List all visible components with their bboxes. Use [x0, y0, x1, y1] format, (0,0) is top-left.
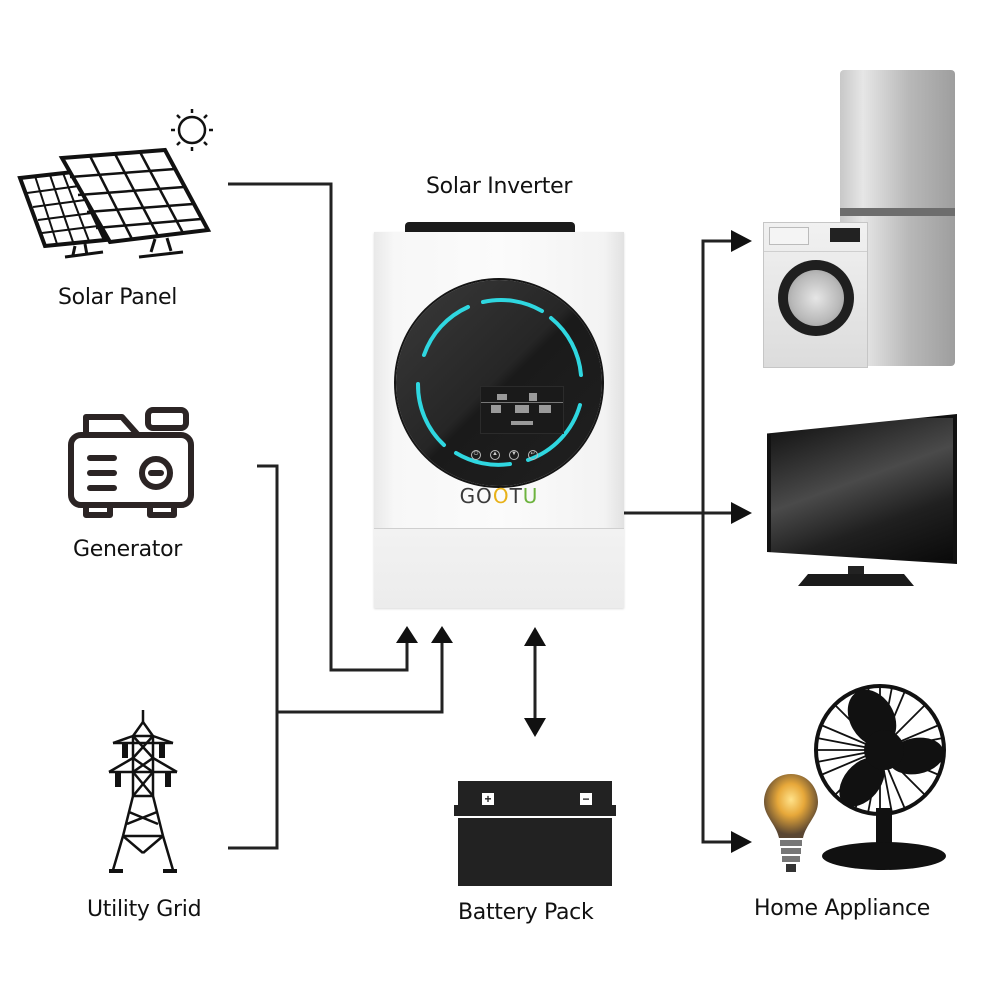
up-button[interactable]: ▲: [490, 450, 500, 460]
battery-icon: + −: [454, 781, 616, 886]
tv-stand: [798, 566, 914, 586]
arrow-solar-icon: [396, 626, 418, 643]
down-button[interactable]: ▼: [509, 450, 519, 460]
solar-panel-icon: [17, 109, 213, 259]
washer-door: [778, 260, 854, 336]
generator-icon: [68, 407, 194, 518]
solar-inverter: ⏻ ▲ ▼ ↵ GOOTU: [374, 232, 624, 608]
brand-part-u: U: [522, 484, 539, 508]
sun-icon: [171, 109, 213, 151]
enter-button[interactable]: ↵: [528, 450, 538, 460]
light-bulb: [764, 774, 818, 872]
wire-solar-inverter: [228, 182, 409, 672]
arrow-grid-icon: [431, 626, 453, 643]
lcd-screen: [480, 386, 564, 434]
brand-part-t: T: [509, 484, 523, 508]
inverter-divider: [374, 528, 624, 529]
fridge-door-gap: [840, 208, 955, 216]
brand-logo: GOOTU: [374, 484, 624, 508]
utility-grid-node: [105, 708, 180, 876]
arrow-appliance-icon: [731, 831, 752, 853]
arrow-battery-up-icon: [524, 627, 546, 646]
generator-node: [66, 405, 196, 523]
power-tower-icon: [108, 710, 178, 873]
generator-label: Generator: [73, 537, 183, 562]
detergent-drawer: [769, 227, 809, 245]
washer-display: [830, 228, 860, 242]
tv-screen: [767, 414, 957, 564]
wire-loads-vertical: [701, 239, 733, 844]
battery-minus: −: [580, 793, 592, 805]
wire-generator-bus: [228, 464, 279, 850]
brand-part-go: GO: [459, 484, 493, 508]
solar-panel-label: Solar Panel: [58, 285, 178, 310]
desk-fan: [814, 684, 946, 870]
arrow-tv-icon: [731, 502, 752, 524]
battery-plus: +: [482, 793, 494, 805]
utility-grid-label: Utility Grid: [87, 897, 202, 922]
home-appliance-label: Home Appliance: [754, 896, 931, 921]
inverter-label: Solar Inverter: [426, 174, 573, 199]
battery-node: + −: [454, 781, 616, 886]
arrow-fridge-icon: [731, 230, 752, 252]
washing-machine: [763, 222, 868, 368]
solar-panel-node: [15, 100, 225, 270]
television: [767, 414, 957, 564]
inverter-terminal-cover: [374, 529, 624, 608]
battery-label: Battery Pack: [458, 900, 594, 925]
inverter-display-dial: ⏻ ▲ ▼ ↵: [396, 280, 602, 486]
arrow-battery-down-icon: [524, 718, 546, 737]
wire-bus-inverter: [277, 640, 444, 714]
power-button[interactable]: ⏻: [471, 450, 481, 460]
brand-part-sun-o: O: [492, 484, 510, 508]
